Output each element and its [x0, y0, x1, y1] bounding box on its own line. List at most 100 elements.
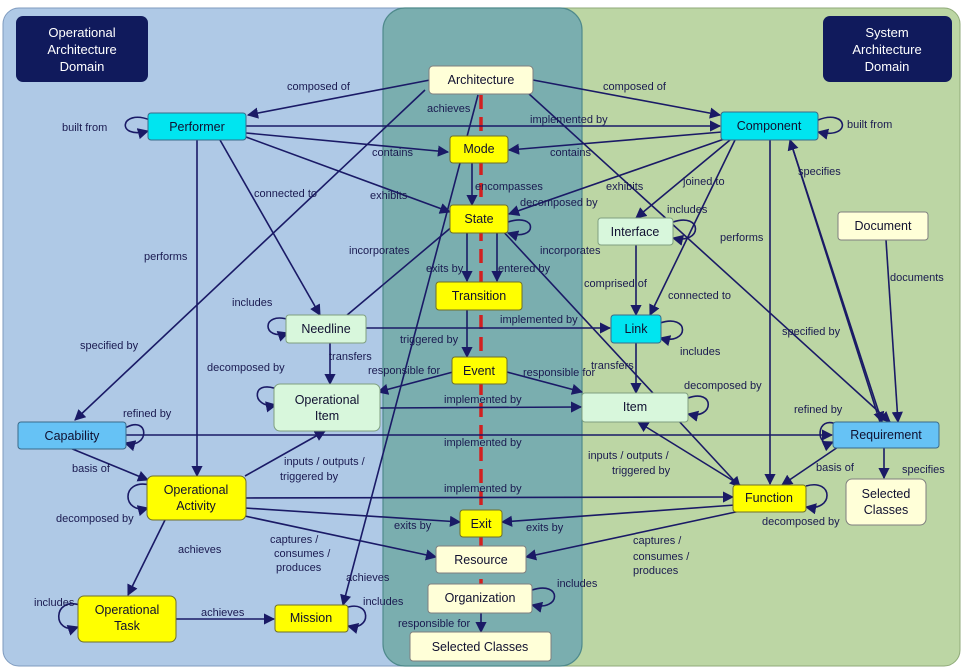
- needline-label: Needline: [301, 322, 350, 336]
- exit-node[interactable]: Exit: [459, 509, 503, 538]
- needline-node[interactable]: Needline: [285, 314, 367, 344]
- edge-label: connected to: [668, 290, 731, 302]
- edge-label: captures /: [633, 535, 682, 547]
- selected-classes-bottom-node[interactable]: Selected Classes: [409, 631, 552, 662]
- edge-label: decomposed by: [520, 197, 598, 209]
- edge-label: contains: [372, 147, 413, 159]
- mission-node[interactable]: Mission: [274, 604, 349, 633]
- edge-label: transfers: [329, 351, 372, 363]
- edge-label: inputs / outputs /: [284, 456, 366, 468]
- relationship-edges: [57, 79, 903, 636]
- edge-label: documents: [890, 272, 944, 284]
- edge-label: consumes /: [274, 548, 331, 560]
- edge-label: specifies: [798, 166, 841, 178]
- operational-activity-label-2: Activity: [176, 499, 216, 513]
- event-node[interactable]: Event: [451, 356, 508, 385]
- edge-label: inputs / outputs /: [588, 450, 670, 462]
- item-node[interactable]: Item: [581, 392, 689, 423]
- edge-label: performs: [720, 232, 764, 244]
- edge-label: consumes /: [633, 551, 690, 563]
- edge-label: specified by: [80, 340, 139, 352]
- performer-label: Performer: [169, 120, 225, 134]
- exit-label: Exit: [471, 517, 492, 531]
- operational-domain-title: Operational Architecture Domain: [16, 16, 148, 82]
- edge-label: achieves: [201, 607, 245, 619]
- edge-label: built from: [847, 119, 892, 131]
- edge-label: transfers: [591, 360, 634, 372]
- edge-label: entered by: [498, 263, 550, 275]
- selected-classes-right-node[interactable]: Selected Classes: [845, 478, 927, 526]
- operational-item-node[interactable]: Operational Item: [273, 383, 381, 432]
- edge-label: implemented by: [444, 437, 522, 449]
- edge-label: comprised of: [584, 278, 648, 290]
- edge-label: composed of: [287, 81, 351, 93]
- edge-label: achieves: [346, 572, 390, 584]
- edge-label: includes: [363, 596, 404, 608]
- state-label: State: [464, 212, 493, 226]
- edge-label: implemented by: [530, 114, 608, 126]
- edge-label: basis of: [72, 463, 111, 475]
- edge-label: responsible for: [398, 618, 470, 630]
- operational-title-line-2: Architecture: [47, 42, 116, 57]
- edge-label: decomposed by: [684, 380, 762, 392]
- state-node[interactable]: State: [449, 204, 509, 234]
- edge-label: exhibits: [606, 181, 644, 193]
- architecture-node[interactable]: Architecture: [428, 65, 534, 95]
- capability-node[interactable]: Capability: [17, 421, 127, 450]
- edge-label: exhibits: [370, 190, 408, 202]
- edge-label: implemented by: [500, 314, 578, 326]
- edge-label: decomposed by: [56, 513, 134, 525]
- edge-label: triggered by: [400, 334, 459, 346]
- edge-label: produces: [633, 565, 679, 577]
- system-title-line-1: System: [865, 25, 908, 40]
- requirement-node[interactable]: Requirement: [832, 421, 940, 449]
- function-node[interactable]: Function: [732, 484, 807, 513]
- edge-label: decomposed by: [762, 516, 840, 528]
- operational-activity-node[interactable]: Operational Activity: [146, 475, 247, 521]
- edge-label: decomposed by: [207, 362, 285, 374]
- performer-node[interactable]: Performer: [147, 112, 247, 141]
- operational-title-line-3: Domain: [60, 59, 105, 74]
- edge-labels: composed of composed of achieves built f…: [34, 81, 945, 630]
- selected-classes-right-label-1: Selected: [862, 487, 911, 501]
- edge-label: includes: [667, 204, 708, 216]
- edge-label: joined to: [682, 176, 725, 188]
- edge-label: includes: [680, 346, 721, 358]
- resource-node[interactable]: Resource: [435, 545, 527, 574]
- system-title-line-3: Domain: [865, 59, 910, 74]
- link-node[interactable]: Link: [610, 314, 662, 344]
- edge-label: includes: [232, 297, 273, 309]
- operational-activity-label-1: Operational: [164, 483, 229, 497]
- edge-label: basis of: [816, 462, 855, 474]
- edge-label: achieves: [427, 103, 471, 115]
- component-node[interactable]: Component: [720, 111, 819, 141]
- operational-title-line-1: Operational: [48, 25, 115, 40]
- item-label: Item: [623, 400, 647, 414]
- edge-label: includes: [557, 578, 598, 590]
- architecture-label: Architecture: [448, 73, 515, 87]
- transition-node[interactable]: Transition: [435, 281, 523, 311]
- edge-label: triggered by: [612, 465, 671, 477]
- interface-node[interactable]: Interface: [597, 217, 674, 246]
- edge-label: encompasses: [475, 181, 543, 193]
- selected-classes-right-label-2: Classes: [864, 503, 908, 517]
- edge-label: captures /: [270, 534, 319, 546]
- operational-task-label-1: Operational: [95, 603, 160, 617]
- edge-label: composed of: [603, 81, 667, 93]
- document-node[interactable]: Document: [837, 211, 929, 241]
- edge-label: performs: [144, 251, 188, 263]
- transition-label: Transition: [452, 289, 506, 303]
- edge-label: refined by: [794, 404, 843, 416]
- operational-task-node[interactable]: Operational Task: [77, 595, 177, 643]
- mode-node[interactable]: Mode: [449, 135, 509, 164]
- edge-label: includes: [34, 597, 75, 609]
- organization-label: Organization: [445, 591, 516, 605]
- organization-node[interactable]: Organization: [427, 583, 533, 614]
- document-label: Document: [855, 219, 912, 233]
- edge-label: triggered by: [280, 471, 339, 483]
- system-title-line-2: Architecture: [852, 42, 921, 57]
- operational-item-label-2: Item: [315, 409, 339, 423]
- mission-label: Mission: [290, 611, 332, 625]
- operational-item-label-1: Operational: [295, 393, 360, 407]
